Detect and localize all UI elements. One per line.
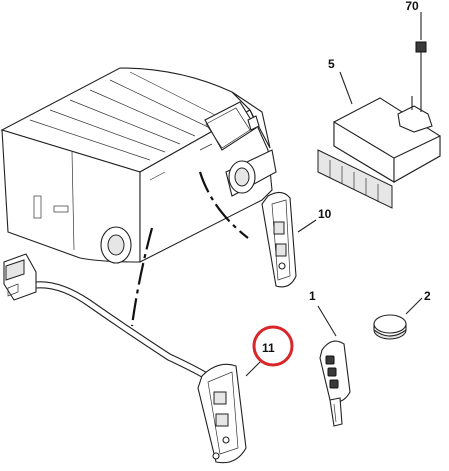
label-10: 10 <box>318 207 332 221</box>
van-illustration <box>0 67 277 264</box>
highlight-circle <box>252 325 294 367</box>
door-switch-upper <box>261 191 297 288</box>
label-11: 11 <box>262 341 275 355</box>
control-unit <box>317 41 441 209</box>
bracket-bolt-icon <box>415 41 427 53</box>
door-switch-lower <box>197 363 247 464</box>
leader-line-lower <box>130 227 154 327</box>
label-5: 5 <box>328 57 335 71</box>
label-2: 2 <box>424 289 431 303</box>
label-1: 1 <box>309 289 316 303</box>
label-70: 70 <box>405 0 419 13</box>
remote-key <box>319 340 351 427</box>
wiring-connector <box>3 253 213 383</box>
leader-line-upper <box>198 171 249 239</box>
coin-battery <box>373 314 407 340</box>
